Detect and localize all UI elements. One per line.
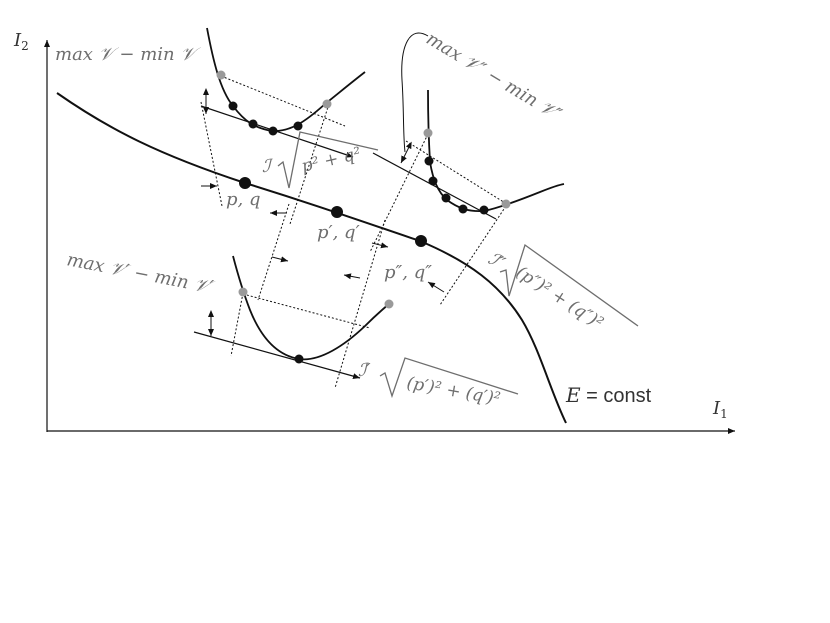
interval-label-i: ℐ p² + q² [262,131,379,189]
point-pq-prime [331,206,343,218]
interval-label-i-prime: ℐ′ (p′)² + (q′)² [358,357,519,409]
energy-level-curve [56,92,567,424]
point-pq-double-prime [415,235,427,247]
point-label-pq-double-prime: p″, q″ [384,262,432,283]
svg-text:(p′)² + (q′)²: (p′)² + (q′)² [405,373,502,409]
point-label-pq-prime: p′, q′ [317,222,360,243]
variation-label-v: max 𝒱 − min 𝒱 [55,44,201,65]
interval-label-i-double-prime: ℐ″ (p″)² + (q″)² [484,243,639,334]
point-label-pq: p, q [226,189,261,210]
well-v-prime-curve [232,255,390,361]
svg-text:ℐ: ℐ [262,156,274,177]
svg-text:ℐ′: ℐ′ [358,360,371,381]
point-pq [239,177,251,189]
energy-curve-label: E = const [565,383,652,407]
y-axis-label: I2 [13,30,29,53]
svg-text:p² + q²: p² + q² [300,144,364,177]
well-v-prime [193,203,394,389]
variation-label-v-double-prime: max 𝒱″ − min 𝒱″ [422,28,565,125]
svg-text:(p″)² + (q″)²: (p″)² + (q″)² [512,262,607,333]
well-v [200,27,366,225]
variation-label-v-prime: max 𝒱′ − min 𝒱′ [65,249,217,298]
x-axis-label: I1 [712,398,728,421]
well-v-double-prime [369,32,565,306]
